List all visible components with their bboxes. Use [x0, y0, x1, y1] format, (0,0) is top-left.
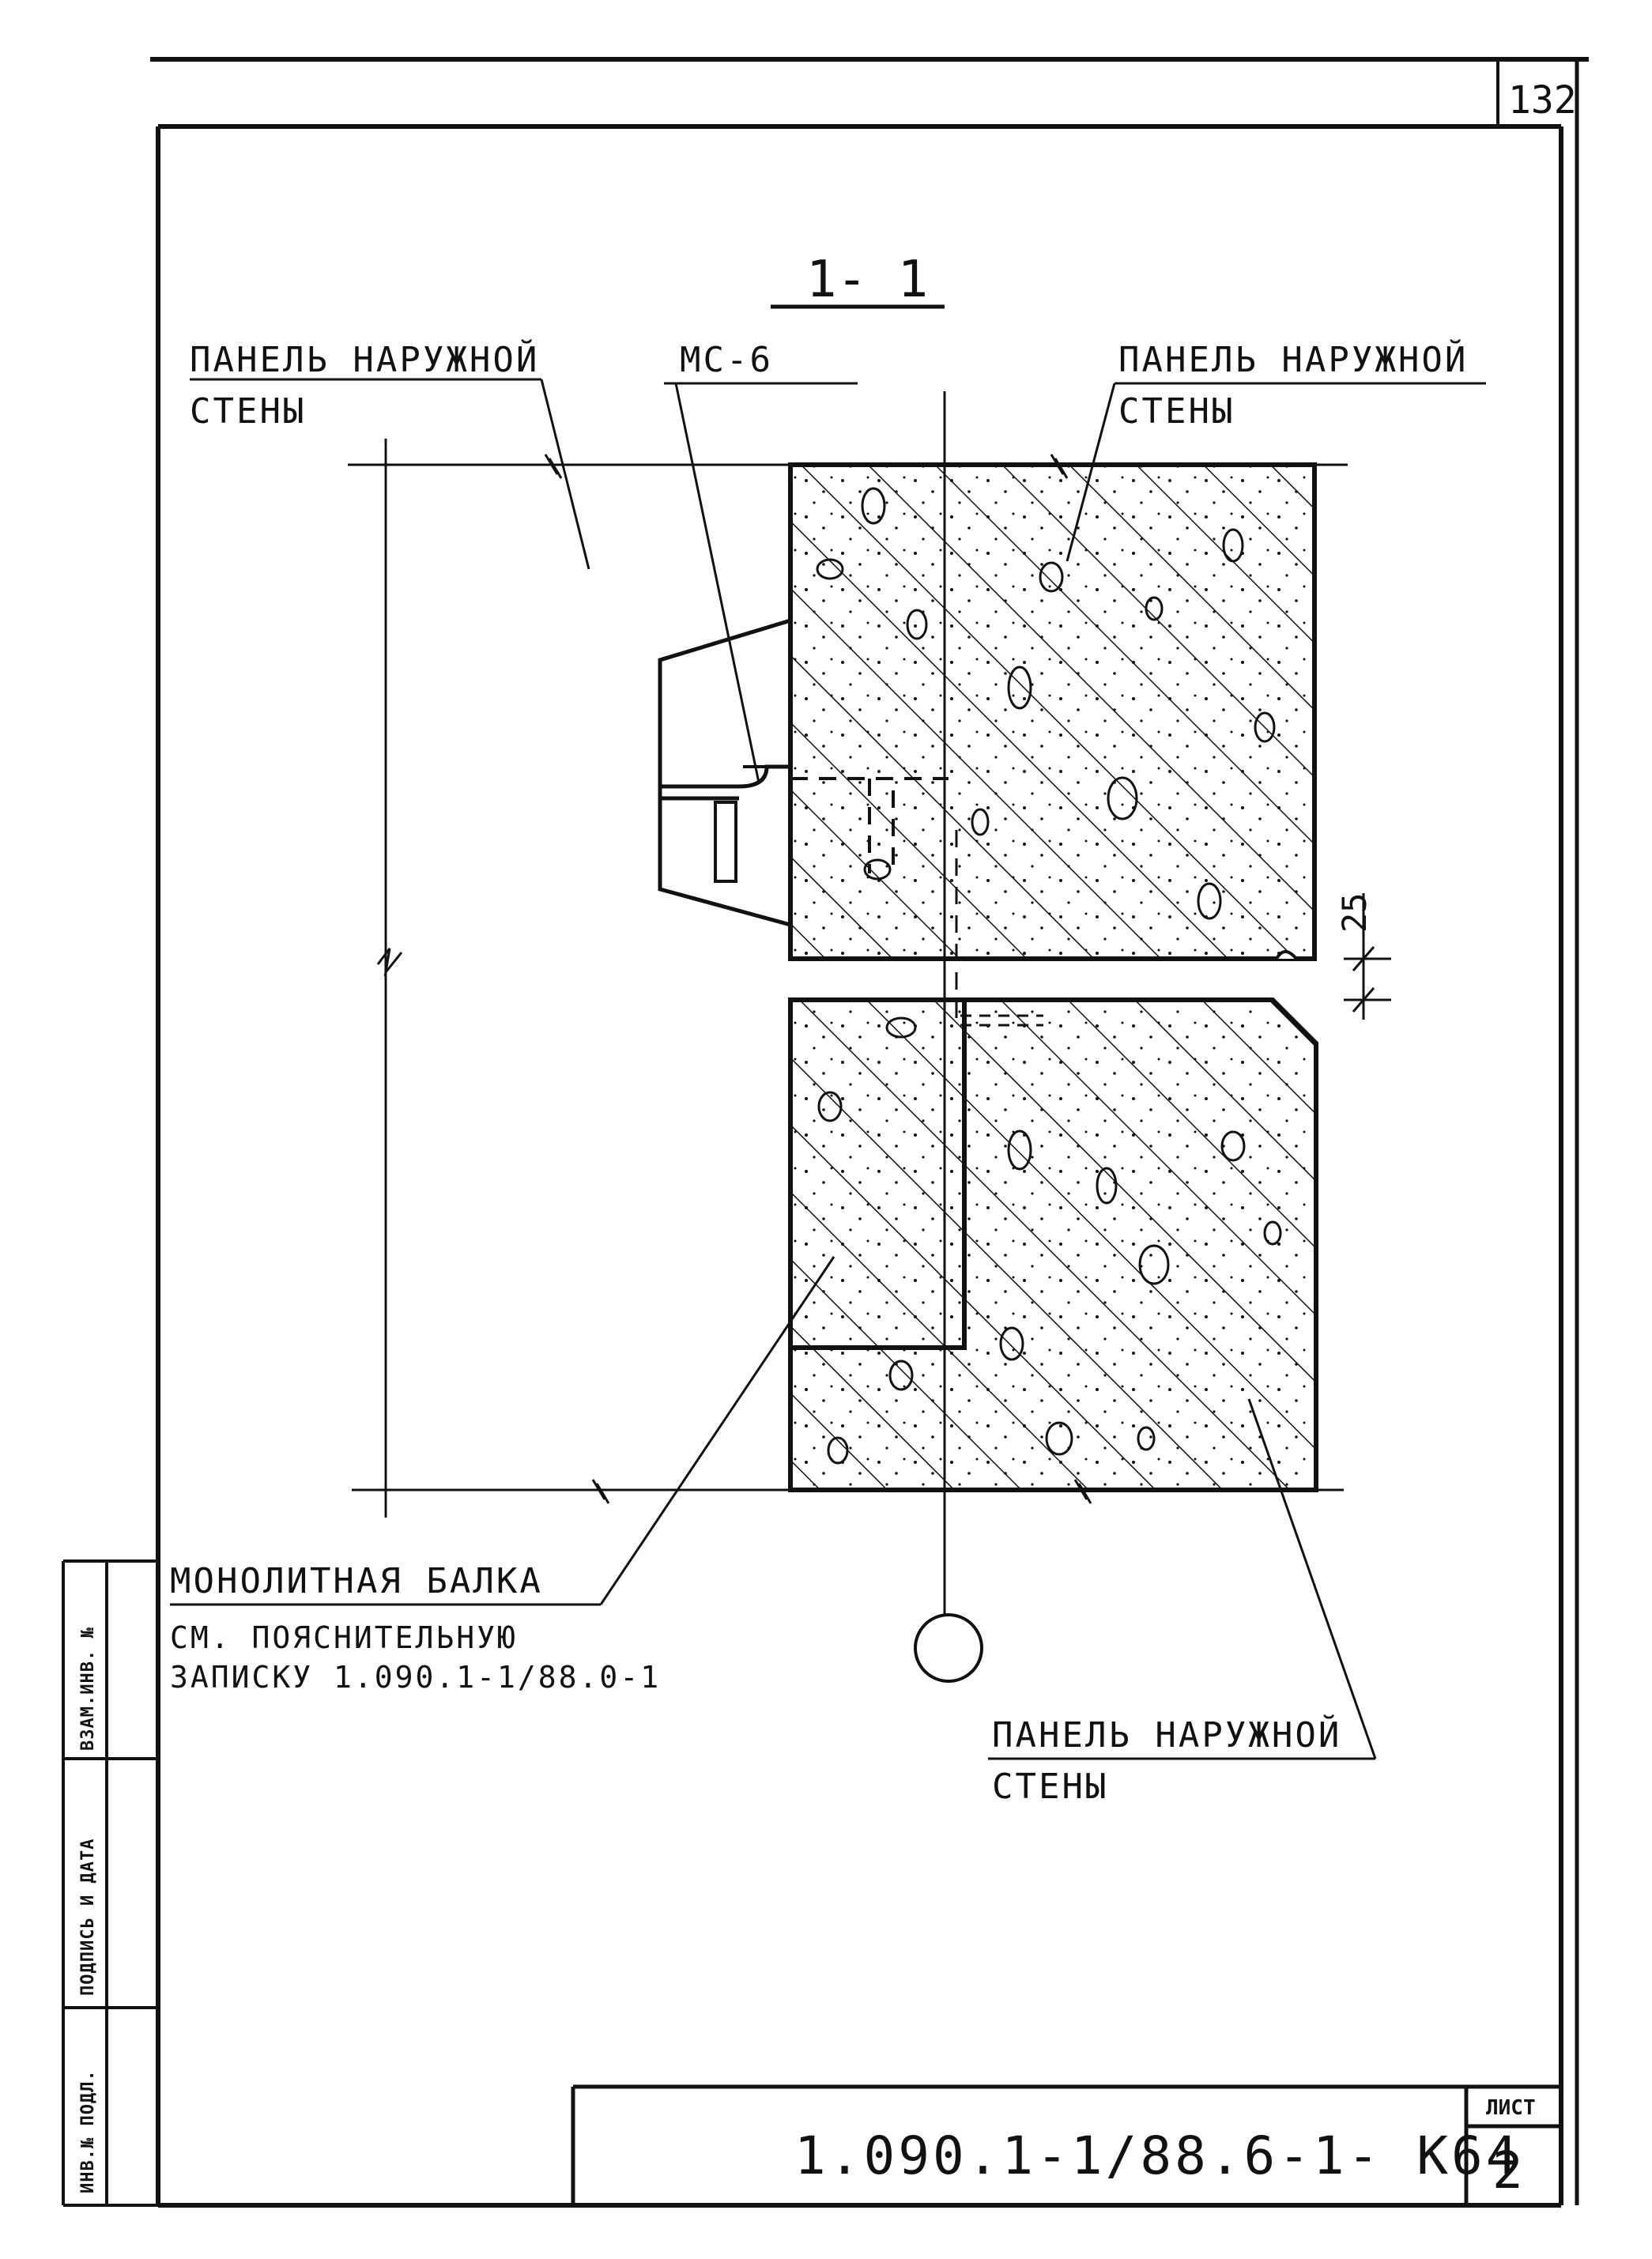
mc6-bracket [658, 618, 949, 927]
lower-wall-panel [788, 998, 1318, 1492]
upper-wall-panel [788, 462, 1317, 961]
svg-text:СТЕНЫ: СТЕНЫ [190, 391, 306, 432]
title-block [571, 2084, 1561, 2205]
svg-text:СТЕНЫ: СТЕНЫ [992, 1767, 1108, 1807]
dimension-value: 25 [1335, 892, 1374, 933]
stamp-sign-date: ПОДПИСЬ И ДАТА [78, 1839, 98, 1996]
svg-text:СТЕНЫ: СТЕНЫ [1118, 391, 1235, 432]
svg-text:ЗАПИСКУ 1.090.1-1/88.0-1: ЗАПИСКУ 1.090.1-1/88.0-1 [170, 1660, 661, 1695]
svg-text:МС-6: МС-6 [680, 340, 773, 380]
document-code: 1.090.1-1/88.6-1- K64 [794, 2125, 1520, 2186]
label-connector: МС-6 [664, 340, 858, 783]
label-panel-left: ПАНЕЛЬ НАРУЖНОЙ СТЕНЫ [190, 338, 590, 570]
sheet-frame [150, 57, 1589, 2208]
svg-text:СМ. ПОЯСНИТЕЛЬНУЮ: СМ. ПОЯСНИТЕЛЬНУЮ [170, 1620, 518, 1655]
axis-marker-circle [914, 1613, 983, 1683]
svg-text:МОНОЛИТНАЯ БАЛКА: МОНОЛИТНАЯ БАЛКА [170, 1561, 543, 1601]
section-title: 1- 1 [806, 251, 928, 309]
sheet-label: ЛИСТ [1486, 2096, 1536, 2120]
dimension-25 [1344, 893, 1391, 1020]
svg-text:ПАНЕЛЬ НАРУЖНОЙ: ПАНЕЛЬ НАРУЖНОЙ [190, 338, 539, 380]
stamp-inv-orig: ИНВ.№ ПОДЛ. [78, 2069, 98, 2193]
svg-text:ПАНЕЛЬ НАРУЖНОЙ: ПАНЕЛЬ НАРУЖНОЙ [992, 1714, 1341, 1756]
stamp-inv-replace: ВЗАМ.ИНВ. № [78, 1627, 98, 1751]
page-number: 132 [1508, 78, 1577, 123]
svg-text:ПАНЕЛЬ НАРУЖНОЙ: ПАНЕЛЬ НАРУЖНОЙ [1118, 338, 1468, 380]
side-stamp [62, 1559, 158, 2207]
label-panel-bottom: ПАНЕЛЬ НАРУЖНОЙ СТЕНЫ [988, 1398, 1377, 1807]
monolithic-beam [788, 998, 967, 1350]
sheet-number: 2 [1492, 2142, 1523, 2201]
label-beam: МОНОЛИТНАЯ БАЛКА СМ. ПОЯСНИТЕЛЬНУЮ ЗАПИС… [170, 1256, 835, 1695]
